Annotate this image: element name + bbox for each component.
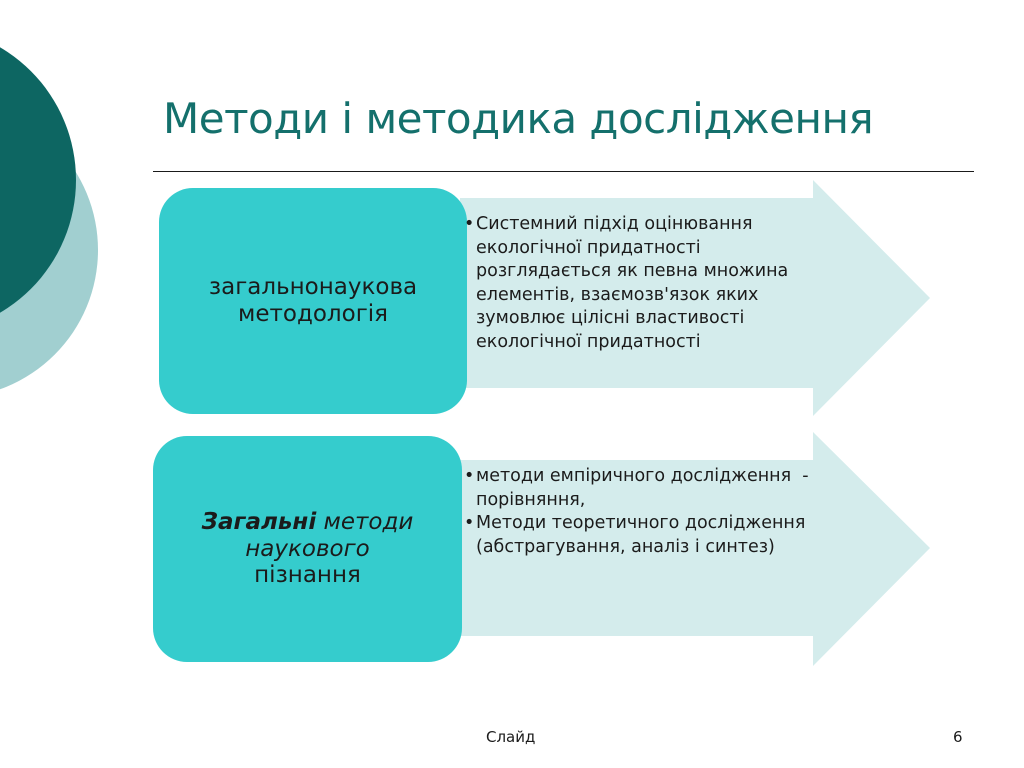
category-label-italic: методи bbox=[323, 508, 414, 535]
bullet-list: Системний підхід оцінювання екологічної … bbox=[464, 213, 834, 354]
category-label: загальнонаукова методологія bbox=[208, 274, 418, 327]
dark-circle-decoration bbox=[0, 47, 76, 313]
method-row-general-methods: Загальні методи наукового пізнання метод… bbox=[150, 432, 940, 668]
slide-title: Методи і методика дослідження bbox=[163, 94, 874, 143]
category-label: Загальні методи наукового пізнання bbox=[202, 509, 414, 590]
method-row-general-methodology: загальнонаукова методологія Системний пі… bbox=[150, 180, 940, 418]
category-box-general-methods: Загальні методи наукового пізнання bbox=[153, 436, 462, 662]
footer-slide-label: Слайд bbox=[486, 728, 536, 746]
bullet-item: Методи теоретичного дослідження (абстраг… bbox=[464, 512, 834, 559]
category-box-general-methodology: загальнонаукова методологія bbox=[159, 188, 467, 414]
category-label-plain: пізнання bbox=[254, 562, 361, 589]
bullet-item: Системний підхід оцінювання екологічної … bbox=[464, 213, 834, 354]
bullet-item: методи емпіричного дослідження - порівня… bbox=[464, 465, 834, 512]
category-label-italic: наукового bbox=[245, 535, 370, 562]
title-divider bbox=[153, 171, 974, 172]
footer-slide-number: 6 bbox=[953, 728, 963, 746]
bullet-list: методи емпіричного дослідження - порівня… bbox=[464, 465, 834, 559]
category-label-bold: Загальні bbox=[201, 508, 317, 535]
